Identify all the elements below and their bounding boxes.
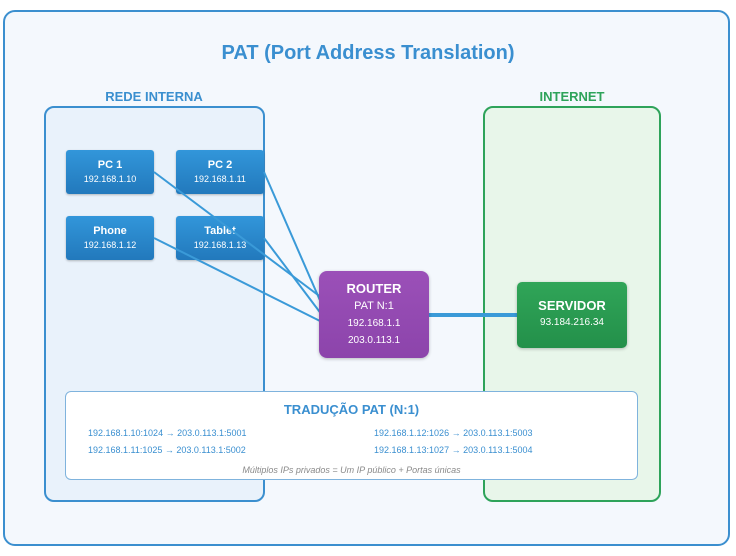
diagram-title: PAT (Port Address Translation) [221,42,515,64]
device-pc2-name: PC 2 [207,159,233,171]
translation-table: TRADUÇÃO PAT (N:1) 192.168.1.10:1024 → 2… [65,391,638,480]
internal-network-label: REDE INTERNA [105,89,203,104]
server-node[interactable]: SERVIDOR 93.184.216.34 [517,282,627,348]
device-pc2[interactable]: PC 2 192.168.1.11 [176,150,264,194]
device-pc1[interactable]: PC 1 192.168.1.10 [66,150,154,194]
router-node[interactable]: ROUTER PAT N:1 192.168.1.1 203.0.113.1 [319,271,429,358]
mapping-pc2: 192.168.1.11:1025 → 203.0.113.1:5002 [88,445,246,455]
router-mode: PAT N:1 [354,300,394,312]
device-phone-name: Phone [93,225,127,237]
device-tablet-ip: 192.168.1.13 [193,240,247,250]
device-pc1-ip: 192.168.1.10 [83,174,137,184]
device-pc1-name: PC 1 [97,159,123,171]
router-public-ip: 203.0.113.1 [347,335,401,346]
mapping-pc1: 192.168.1.10:1024 → 203.0.113.1:5001 [88,428,247,438]
mapping-tablet: 192.168.1.13:1027 → 203.0.113.1:5004 [374,445,533,455]
server-ip: 93.184.216.34 [540,317,604,328]
link-phone-router [153,237,323,323]
link-pc2-router [263,171,323,306]
device-phone[interactable]: Phone 192.168.1.12 [66,216,154,260]
router-title: ROUTER [346,281,402,296]
device-phone-ip: 192.168.1.12 [83,240,137,250]
internet-label: INTERNET [539,89,605,104]
translation-title: TRADUÇÃO PAT (N:1) [283,402,420,417]
server-name: SERVIDOR [538,298,606,313]
router-internal-ip: 192.168.1.1 [347,318,401,329]
device-tablet[interactable]: Tablet 192.168.1.13 [176,216,264,260]
translation-note: Múltiplos IPs privados = Um IP público +… [242,465,461,475]
mapping-phone: 192.168.1.12:1026 → 203.0.113.1:5003 [374,428,533,438]
link-tablet-router [263,237,323,316]
device-pc2-ip: 192.168.1.11 [194,174,246,184]
